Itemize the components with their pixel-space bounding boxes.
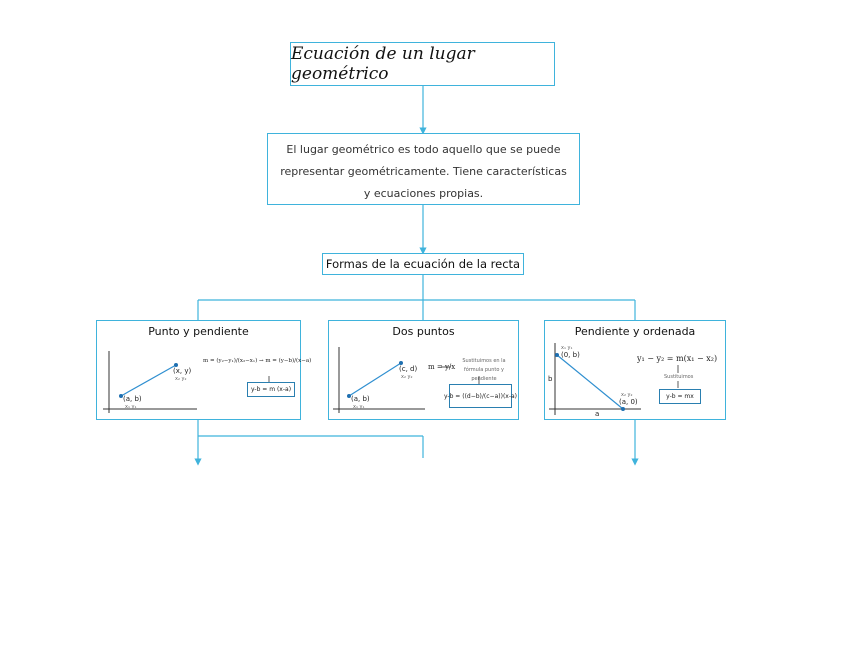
point-a-label: (0, b)	[561, 351, 580, 359]
card-punto-pendiente: Punto y pendiente (a, b) x₁ y₁ (x, y) x₂…	[96, 320, 311, 420]
point-b-label: (c, d)	[399, 365, 418, 373]
substitution-note: Sustituimos	[664, 374, 694, 380]
slope-equation: m = (y₂−y₁)/(x₂−x₁) → m = (y−b)/(x−a)	[203, 358, 312, 364]
title-box: Ecuación de un lugar geométrico	[290, 42, 555, 86]
forms-title: Formas de la ecuación de la recta	[325, 257, 521, 271]
card-title: Pendiente y ordenada	[574, 325, 696, 338]
substitution-note: Sustituimos en la fórmula punto y pendie…	[462, 358, 506, 382]
card-title: Dos puntos	[392, 325, 455, 338]
point-a-label: (a, b)	[351, 395, 370, 403]
card-title: Punto y pendiente	[148, 325, 249, 338]
axis-b-label: b	[548, 375, 553, 383]
graph-dos-puntos	[333, 347, 480, 413]
point-b-label: (a, 0)	[619, 398, 638, 406]
card-dos-puntos: Dos puntos (a, b) x₁ y₁ (c, d) x₂ y₂ m =…	[328, 320, 519, 420]
card-pendiente-ordenada: Pendiente y ordenada x₁ y₁ (0, b) x₂ y₂ …	[544, 320, 726, 420]
axis-a-label: a	[595, 410, 600, 418]
point-b-label: (x, y)	[173, 367, 192, 375]
result-box: y-b = m (x-a)	[247, 382, 295, 397]
forms-box: Formas de la ecuación de la recta	[322, 253, 524, 275]
definition-text: El lugar geométrico es todo aquello que …	[280, 143, 567, 200]
result-box: y-b = ((d−b)/(c−a))(x-a)	[444, 384, 517, 408]
graph-pendiente-ordenada	[549, 343, 679, 415]
slope-equation: m = y/x	[428, 363, 456, 371]
result-box: y-b = mx	[659, 389, 701, 404]
slope-equation: y₁ − y₂ = m(x₁ − x₂)	[637, 354, 718, 363]
graph-punto-pendiente	[103, 351, 270, 413]
diagram-title: Ecuación de un lugar geométrico	[291, 44, 475, 84]
definition-box: El lugar geométrico es todo aquello que …	[267, 133, 580, 205]
point-a-label: (a, b)	[123, 395, 142, 403]
